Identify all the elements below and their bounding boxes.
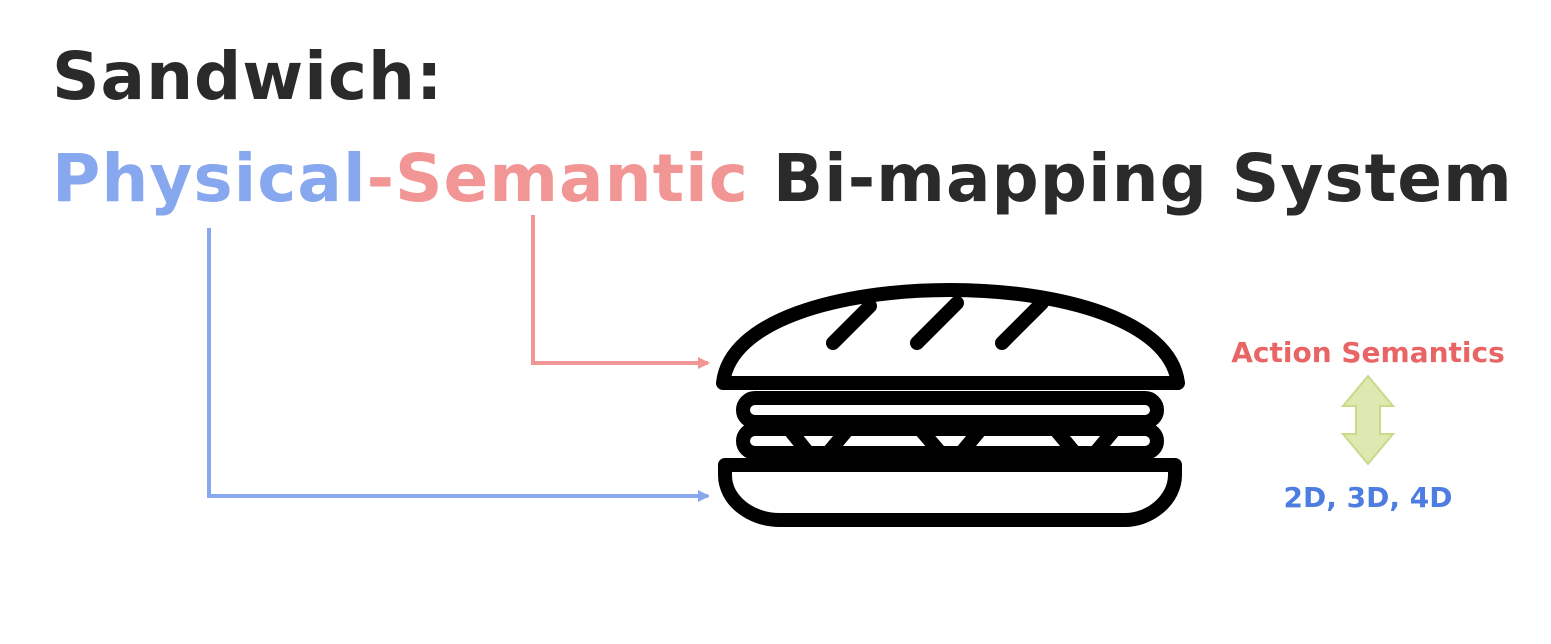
- title-line-1: Sandwich:: [52, 44, 443, 110]
- title-prefix: Sandwich:: [52, 38, 444, 115]
- semantic-connector-arrow: [531, 215, 710, 369]
- title-line-2: Physical-Semantic Bi-mapping System: [52, 146, 1513, 212]
- title-hyphen: -: [366, 140, 395, 217]
- title-physical-word: Physical: [52, 140, 367, 217]
- dimensions-label: 2D, 3D, 4D: [1283, 481, 1453, 514]
- title-rest: Bi-mapping System: [748, 140, 1513, 217]
- sandwich-icon: [716, 283, 1185, 527]
- title-semantic-word: Semantic: [394, 140, 749, 217]
- double-arrow-icon: [1340, 374, 1396, 466]
- action-semantics-label: Action Semantics: [1231, 336, 1505, 369]
- physical-connector-arrow: [207, 228, 710, 502]
